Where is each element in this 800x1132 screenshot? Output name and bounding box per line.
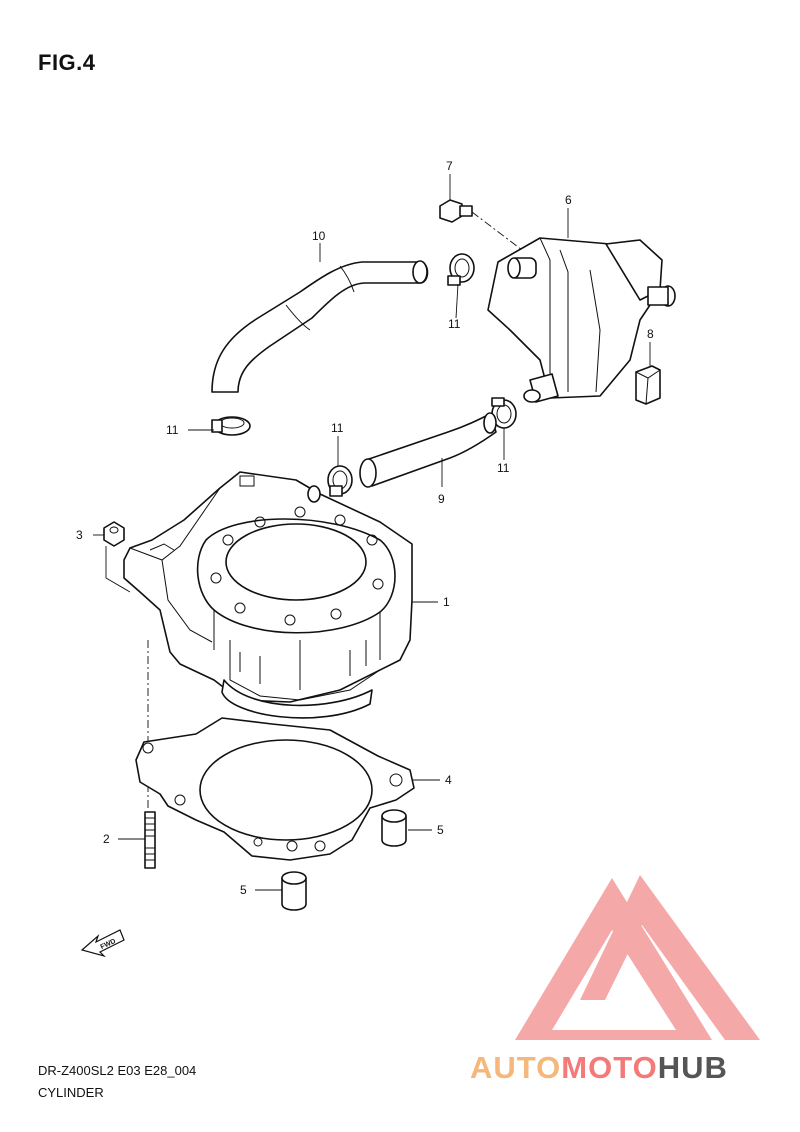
figure-title: FIG.4 <box>38 50 96 75</box>
brand-hub: HUB <box>657 1050 728 1085</box>
watermark-brand-text: AUTOMOTOHUB <box>470 1050 728 1086</box>
callout-5-a: 5 <box>437 823 444 837</box>
model-code: DR-Z400SL2 E03 E28_004 <box>38 1063 197 1078</box>
callout-labels: 1 2 3 4 5 5 6 7 8 9 10 11 11 11 11 <box>76 159 654 897</box>
callout-5-b: 5 <box>240 883 247 897</box>
watermark-triangle <box>515 878 712 1040</box>
leader-lines <box>93 174 651 891</box>
callout-6: 6 <box>565 193 572 207</box>
clamp-11-a <box>211 416 251 436</box>
callout-11-b: 11 <box>448 317 461 331</box>
reed-valve-6 <box>487 237 676 403</box>
cylinder-1 <box>123 471 413 719</box>
hose-9 <box>359 412 497 488</box>
callout-11-a: 11 <box>166 423 179 437</box>
dowel-pin-5-b <box>281 871 307 911</box>
callout-1: 1 <box>443 595 450 609</box>
callout-4: 4 <box>445 773 452 787</box>
nut-3 <box>103 521 131 593</box>
callout-11-d: 11 <box>497 461 510 475</box>
hose-10 <box>211 260 429 393</box>
dowel-pin-5-a <box>381 809 407 847</box>
section-name: CYLINDER <box>38 1085 104 1100</box>
callout-3: 3 <box>76 528 83 542</box>
brand-moto: MOTO <box>561 1050 658 1085</box>
stud-bolt-2 <box>144 811 156 869</box>
callout-9: 9 <box>438 492 445 506</box>
cushion-8 <box>635 365 661 405</box>
callout-10: 10 <box>312 229 326 243</box>
clamp-11-d <box>327 465 353 497</box>
clamp-11-b <box>447 253 475 286</box>
callout-8: 8 <box>647 327 654 341</box>
bolt-7 <box>439 199 523 251</box>
callout-11-c: 11 <box>331 421 344 435</box>
callout-2: 2 <box>103 832 110 846</box>
brand-auto: AUTO <box>470 1050 562 1085</box>
watermark-triangle-inner <box>580 875 760 1040</box>
callout-7: 7 <box>446 159 453 173</box>
watermark-logo <box>515 875 760 1040</box>
forward-arrow-icon: FWD <box>80 929 125 958</box>
gasket-4 <box>135 717 415 861</box>
